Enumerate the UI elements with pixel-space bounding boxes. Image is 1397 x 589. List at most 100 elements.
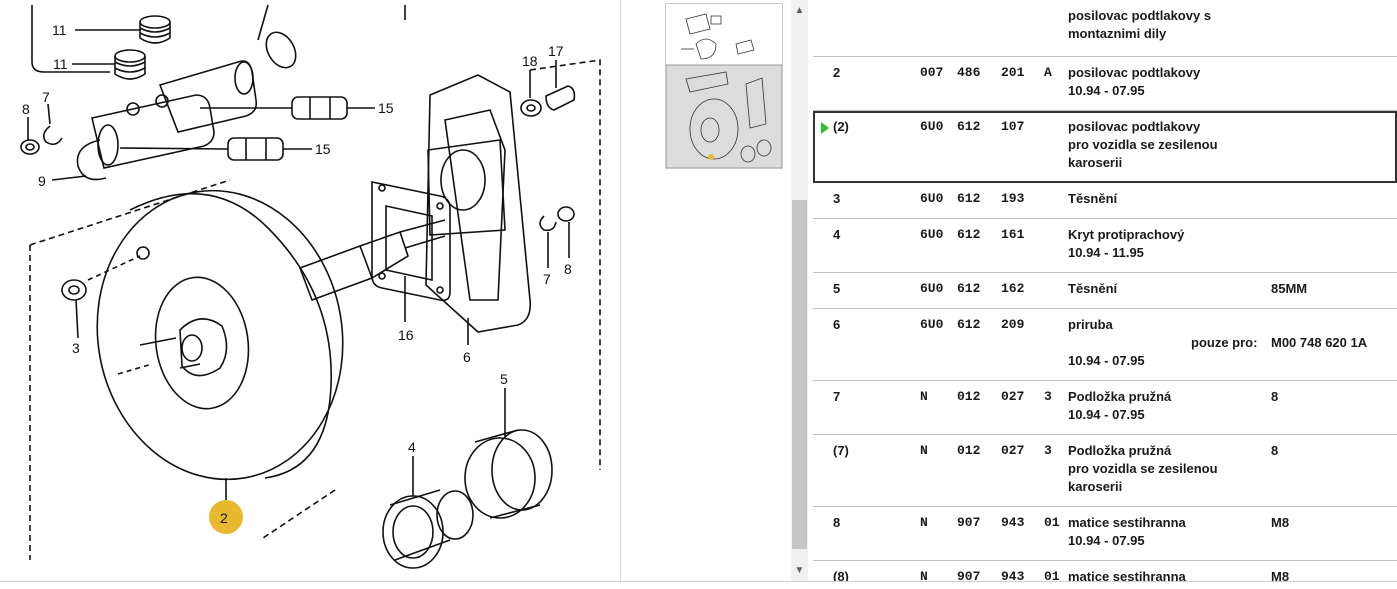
- part-number-prefix: 6U0: [920, 281, 944, 296]
- diagram-label: 6: [463, 349, 471, 365]
- part-position: 2: [833, 65, 841, 80]
- part-number-suffix: 01: [1044, 515, 1060, 530]
- chevron-down-icon[interactable]: ▼: [794, 565, 805, 576]
- part-number-sub: 162: [1001, 281, 1025, 296]
- part-number-main: 612: [957, 281, 981, 296]
- part-position: 6: [833, 317, 841, 332]
- chevron-up-icon[interactable]: ▲: [794, 5, 805, 16]
- diagram-label: 11: [53, 56, 68, 72]
- part-position: (2): [833, 119, 849, 134]
- part-description: pro vozidla se zesilenou: [1068, 461, 1218, 476]
- part-value: M8: [1271, 569, 1290, 581]
- diagram-label: 4: [408, 439, 416, 455]
- diagram-label: 16: [398, 327, 414, 343]
- part-position: 5: [833, 281, 841, 296]
- diagram-drawing: 11 11 8 7 9 15 15 3 2 4 5 16 6 7 8 18 17: [20, 4, 601, 569]
- part-qualifier: N: [920, 569, 928, 581]
- part-value: M8: [1271, 515, 1290, 530]
- part-value: 85MM: [1271, 281, 1308, 296]
- part-value: 8: [1271, 389, 1279, 404]
- diagram-label: 9: [38, 173, 46, 189]
- part-position: 8: [833, 515, 841, 530]
- diagram-label: 7: [543, 271, 551, 287]
- part-description: Těsnění: [1068, 281, 1118, 296]
- part-row[interactable]: posilovac podtlakovy s montaznimi dily: [813, 0, 1397, 57]
- highlight-marker: [209, 500, 243, 534]
- part-number-sub: 201: [1001, 65, 1025, 80]
- part-position: (7): [833, 443, 849, 458]
- part-number-suffix: A: [1044, 65, 1052, 80]
- part-number-main: 012: [957, 389, 981, 404]
- part-number-prefix: 007: [920, 65, 944, 80]
- part-number-main: 612: [957, 317, 981, 332]
- thumbnail-drawing: [666, 13, 782, 168]
- part-number-suffix: 01: [1044, 569, 1060, 581]
- part-value: 8: [1271, 443, 1279, 458]
- part-position: 3: [833, 191, 841, 206]
- part-number-main: 012: [957, 443, 981, 458]
- part-row[interactable]: 6 6U0 612 209 priruba 10.94 - 07.95 pouze pro:…: [813, 309, 1397, 381]
- part-description: montaznimi dily: [1068, 26, 1167, 41]
- part-description: posilovac podtlakovy: [1068, 65, 1201, 80]
- part-description: 10.94 - 07.95: [1068, 83, 1145, 98]
- diagram-label: 8: [22, 101, 30, 117]
- diagram-label: 7: [42, 89, 50, 105]
- part-description: karoserii: [1068, 155, 1123, 170]
- part-position: 4: [833, 227, 841, 242]
- pane-divider[interactable]: [620, 0, 621, 581]
- part-number-prefix: 6U0: [920, 317, 944, 332]
- diagram-label: 17: [548, 43, 564, 59]
- part-qualifier: N: [920, 515, 928, 530]
- part-qualifier: N: [920, 389, 928, 404]
- part-description: karoserii: [1068, 479, 1123, 494]
- part-position: (8): [833, 569, 849, 581]
- part-description: posilovac podtlakovy s: [1068, 8, 1212, 23]
- part-description: 10.94 - 07.95: [1068, 533, 1145, 548]
- part-position: 7: [833, 389, 841, 404]
- part-row[interactable]: 5 6U0 612 162 Těsnění 85MM: [813, 273, 1397, 309]
- diagram-label: 11: [52, 22, 67, 38]
- part-number-sub: 027: [1001, 389, 1025, 404]
- diagram-label: 15: [378, 100, 394, 116]
- scrollbar-thumb[interactable]: [792, 200, 807, 549]
- diagram-label: 2: [220, 510, 228, 526]
- part-description: 10.94 - 07.95: [1068, 353, 1145, 368]
- part-description: Těsnění: [1068, 191, 1118, 206]
- part-note-value: M00 748 620 1A: [1271, 335, 1368, 350]
- part-number-sub: 943: [1001, 569, 1025, 581]
- part-description: Kryt protiprachový: [1068, 227, 1185, 242]
- parts-list: posilovac podtlakovy s montaznimi dily 2 00…: [813, 0, 1397, 581]
- vertical-scrollbar[interactable]: ▲ ▼: [791, 0, 808, 581]
- part-description: matice sestihranna: [1068, 569, 1186, 581]
- part-qualifier: N: [920, 443, 928, 458]
- part-number-main: 612: [957, 227, 981, 242]
- part-number-main: 612: [957, 119, 981, 134]
- part-number-main: 907: [957, 515, 981, 530]
- part-number-prefix: 6U0: [920, 119, 944, 134]
- part-description: posilovac podtlakovy: [1068, 119, 1201, 134]
- diagram-label: 3: [72, 340, 80, 356]
- part-number-sub: 209: [1001, 317, 1025, 332]
- diagram-label: 8: [564, 261, 572, 277]
- part-number-sub: 161: [1001, 227, 1025, 242]
- diagram-label: 5: [500, 371, 508, 387]
- diagram-label: 15: [315, 141, 331, 157]
- play-arrow-icon: [821, 122, 829, 134]
- diagram-thumbnail[interactable]: [665, 3, 783, 169]
- part-note-label: pouze pro:: [1191, 335, 1258, 350]
- diagram-label: 18: [522, 53, 538, 69]
- part-description: priruba: [1068, 317, 1113, 332]
- part-number-prefix: 6U0: [920, 227, 944, 242]
- part-number-sub: 943: [1001, 515, 1025, 530]
- part-description: 10.94 - 07.95: [1068, 407, 1145, 422]
- part-number-sub: 027: [1001, 443, 1025, 458]
- exploded-diagram[interactable]: 11 11 8 7 9 15 15 3 2 4 5 16 6 7 8 18 17: [0, 0, 620, 581]
